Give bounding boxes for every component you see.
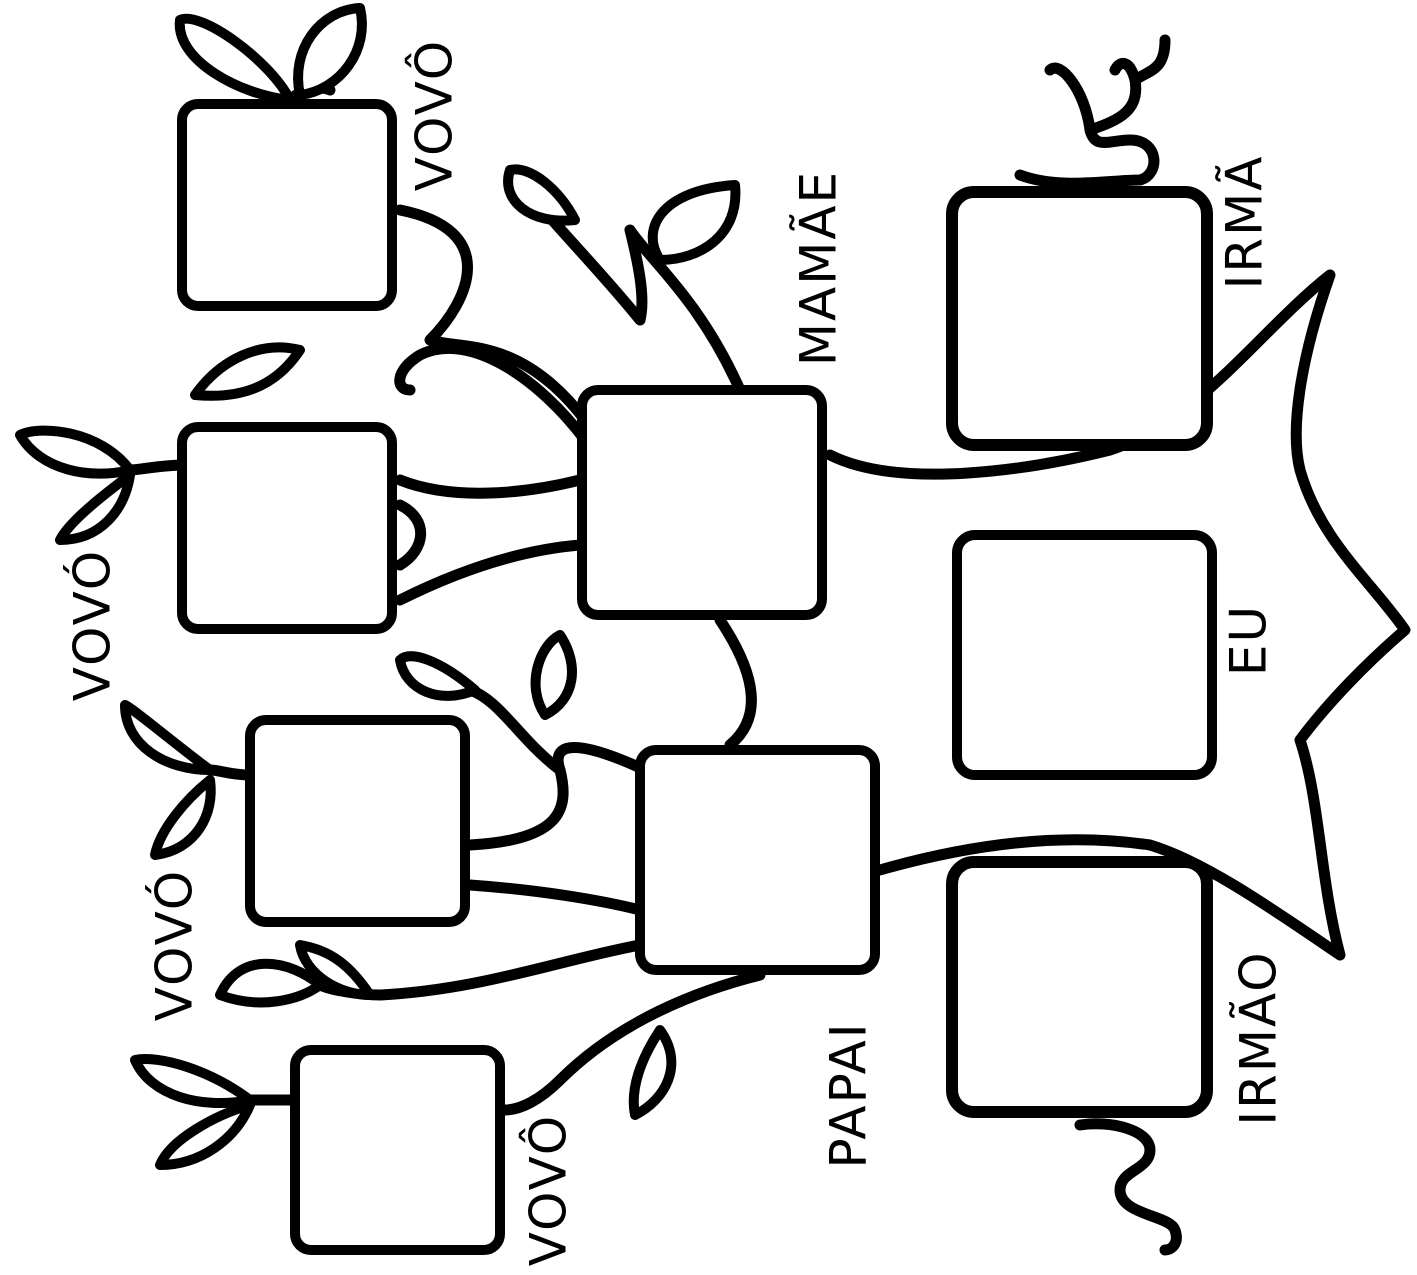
photo-frame-eu: [952, 530, 1217, 780]
leaf-icon: [628, 1025, 677, 1120]
leaf-icon: [647, 180, 741, 265]
branch-mamae-to-vovo-mid-loop: [394, 499, 427, 571]
label-mamae: MAMÃE: [790, 170, 848, 366]
photo-frame-mamae: [577, 385, 827, 620]
branch-papai-lower: [499, 969, 766, 1116]
leaf-icon: [130, 1054, 255, 1108]
photo-frame-papai: [635, 745, 880, 975]
label-vovo-low: VOVÓ: [145, 869, 204, 1021]
photo-frame-irmao: [946, 856, 1213, 1118]
squiggle-top-right: [1014, 34, 1171, 189]
leaf-icon: [503, 164, 580, 226]
leaf-icon: [120, 700, 215, 775]
photo-frame-irma: [946, 186, 1213, 451]
leaf-icon: [155, 1100, 255, 1170]
leaves: [15, 3, 741, 1170]
label-papai: PAPAI: [820, 1021, 878, 1168]
branch-papai-upper: [464, 684, 566, 776]
branch-vovo-top-root: [394, 204, 591, 426]
leaf-icon: [293, 3, 367, 100]
stem-low: [204, 764, 256, 781]
leaf-icon: [55, 470, 135, 545]
label-irmao: IRMÃO: [1230, 950, 1288, 1125]
label-irma: IRMÃ: [1216, 155, 1274, 290]
photo-frame-vovo-top: [177, 99, 397, 311]
photo-frame-vovo-low: [245, 715, 470, 927]
stem-mid: [124, 459, 191, 476]
leaf-icon: [150, 775, 216, 860]
branch-mamae-to-vovo-mid-a: [394, 474, 586, 499]
leaf-icon: [530, 630, 577, 720]
branch-mamae-to-vovo-top: [394, 342, 591, 446]
leaf-icon: [190, 342, 305, 401]
label-eu: EU: [1220, 604, 1278, 676]
label-vovo-bottom: VOVÔ: [519, 1114, 578, 1266]
branch-mamae-to-vovo-mid-b: [394, 539, 586, 606]
leaf-icon: [15, 425, 135, 479]
photo-frame-vovo-bottom: [290, 1045, 505, 1255]
branch-mamae-to-papai: [714, 614, 757, 751]
leaf-icon: [395, 651, 480, 701]
leaf-icon: [295, 940, 375, 1000]
photo-frame-vovo-mid: [177, 422, 397, 634]
branch-papai-to-vovo-low-b: [464, 879, 646, 916]
leaf-icon: [174, 13, 295, 105]
branch-mamae-upper: [509, 169, 746, 396]
label-vovo-mid: VOVÓ: [63, 549, 122, 701]
label-vovo-top: VOVÔ: [405, 39, 464, 191]
squiggle-bottom-right: [1074, 1118, 1182, 1256]
leaf-icon: [215, 958, 325, 1008]
